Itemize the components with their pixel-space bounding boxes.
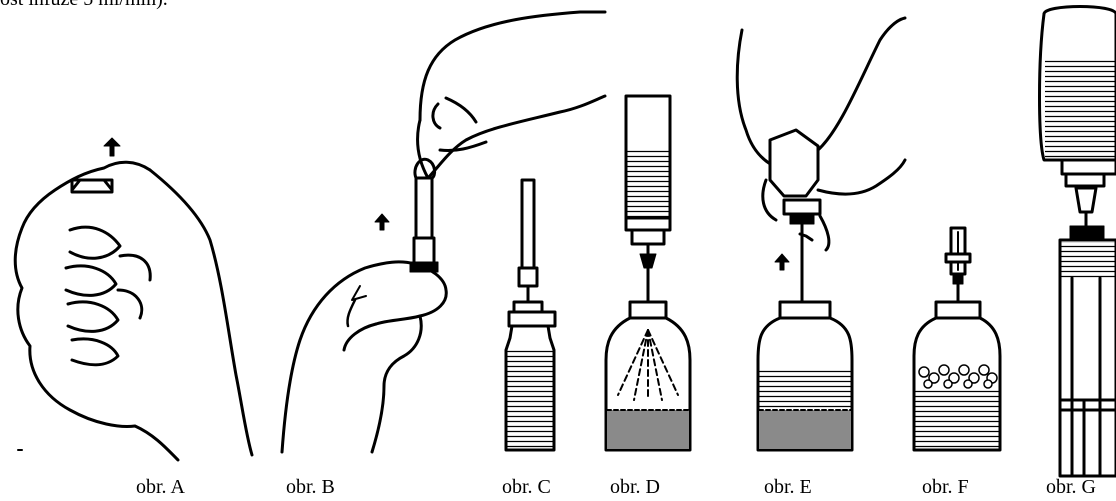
- figure-g-infusion-syringe: [1040, 7, 1116, 477]
- caption-d: obr. D: [610, 476, 660, 499]
- figure-c-needle-vial: [506, 180, 555, 450]
- figure-b-hands-needle: [282, 12, 605, 452]
- caption-c: obr. C: [502, 476, 551, 499]
- caption-f: obr. F: [922, 476, 969, 499]
- figure-f-syringe-powder: [914, 228, 1000, 450]
- figure-d-spray-transfer: [606, 96, 690, 450]
- caption-g: obr. G: [1046, 476, 1096, 499]
- caption-e: obr. E: [764, 476, 812, 499]
- figure-a-hand-vial: [15, 138, 252, 460]
- caption-a: obr. A: [136, 476, 185, 499]
- caption-b: obr. B: [286, 476, 335, 499]
- figure-e-hand-lift: [737, 18, 905, 450]
